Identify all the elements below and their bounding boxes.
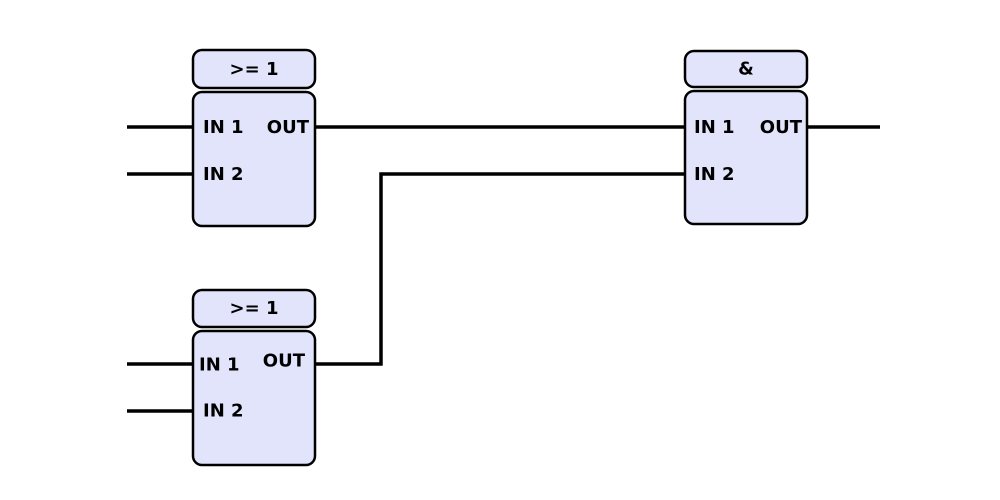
output-label: OUT (267, 117, 310, 138)
input-label-in2: IN 2 (203, 164, 244, 185)
block-header-box (191, 288, 317, 329)
output-label: OUT (760, 117, 803, 138)
block-type-label: >= 1 (230, 59, 279, 80)
input-label-in2: IN 2 (694, 164, 735, 185)
block-header-box (191, 48, 317, 90)
output-label: OUT (263, 351, 306, 372)
block-and-gate[interactable]: & IN 1 OUT IN 2 (683, 49, 809, 226)
block-body-box (191, 329, 317, 467)
wire-or-bottom-out-to-and-in2[interactable] (313, 172, 687, 366)
input-label-in1: IN 1 (203, 117, 244, 138)
block-or-gate-top[interactable]: >= 1 IN 1 OUT IN 2 (191, 48, 317, 228)
block-header-box (683, 49, 809, 89)
input-label-in2: IN 2 (203, 401, 244, 422)
block-or-gate-bottom[interactable]: >= 1 IN 1 OUT IN 2 (191, 288, 317, 467)
block-type-label: & (738, 59, 754, 80)
block-type-label: >= 1 (230, 298, 279, 319)
wires (127, 125, 880, 413)
input-label-in1: IN 1 (694, 117, 735, 138)
block-body-box (191, 90, 317, 228)
block-body-box (683, 89, 809, 226)
input-label-in1: IN 1 (199, 355, 240, 376)
